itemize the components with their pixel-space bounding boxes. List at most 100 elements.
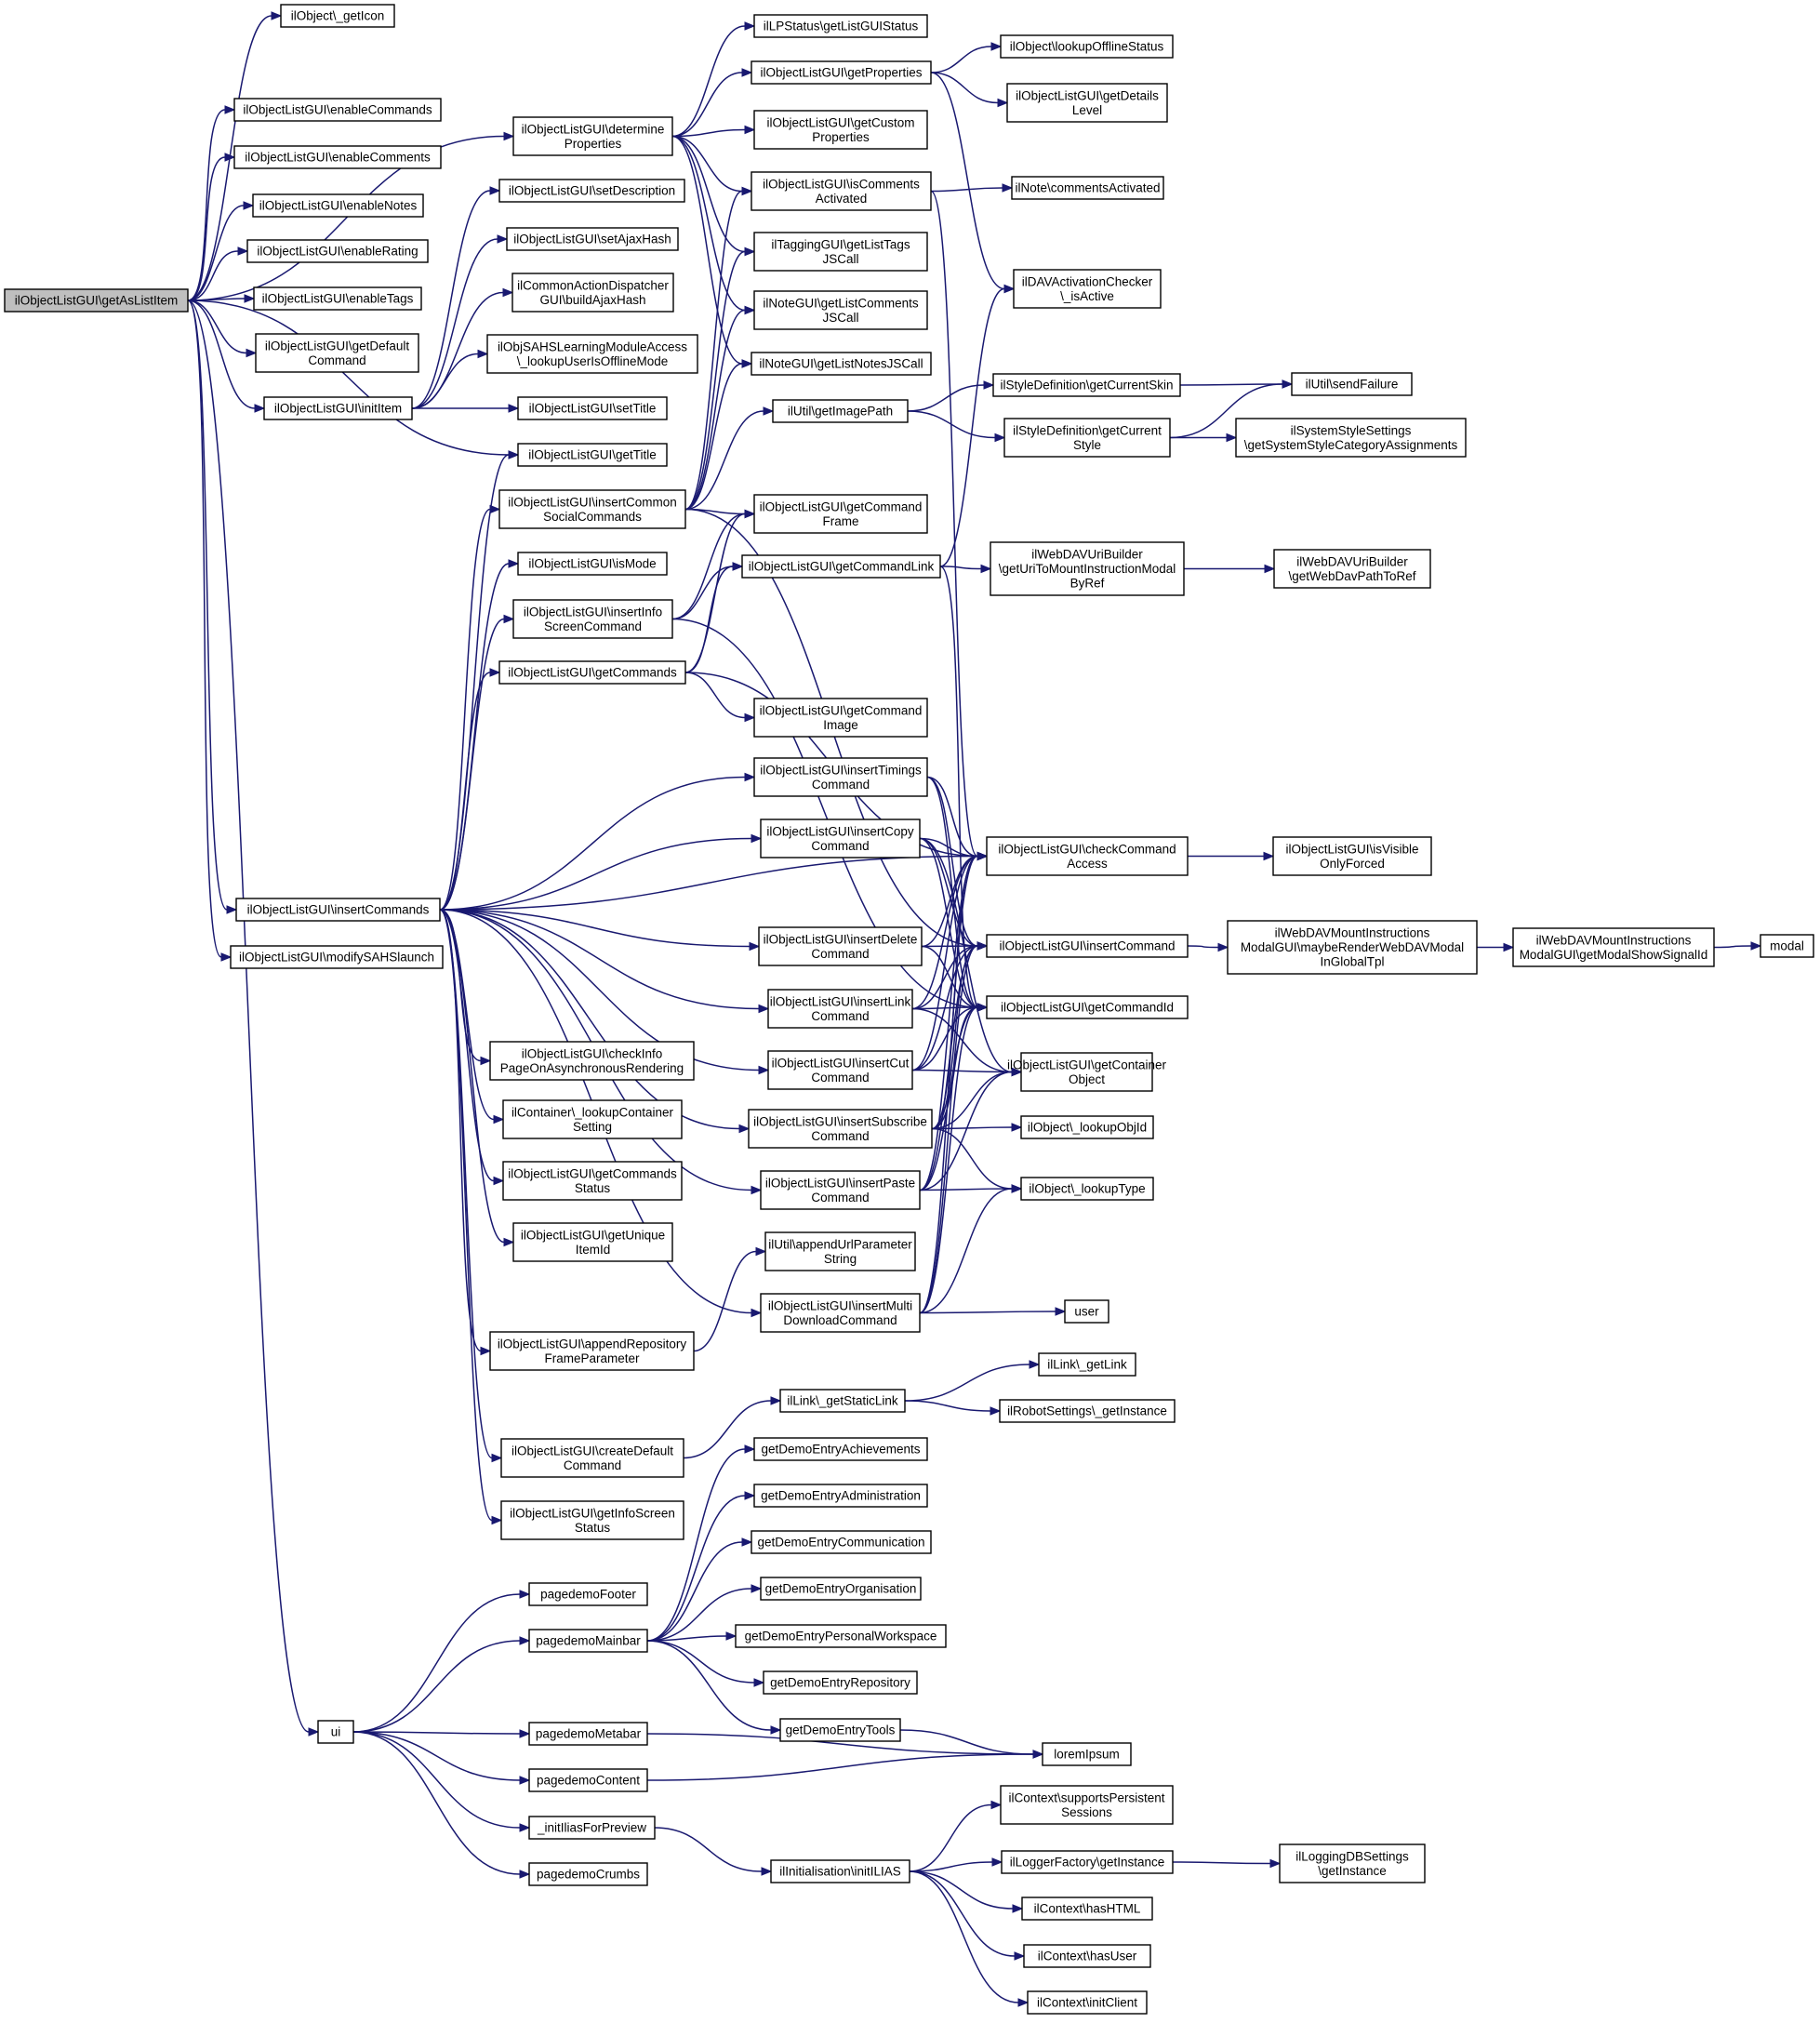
node-pagedemometabar[interactable]: pagedemoMetabar (528, 1722, 648, 1746)
node-box[interactable] (498, 179, 685, 203)
node-box[interactable] (255, 333, 419, 373)
node-ilwebdavmountinstructions-modalgui-mayberenderwebdavmodal-inglobaltpl[interactable]: ilWebDAVMountInstructionsModalGUI\maybeR… (1227, 920, 1478, 975)
node-ilcommonactiondispatcher-gui-buildajaxhash[interactable]: ilCommonActionDispatcherGUI\buildAjaxHas… (511, 273, 674, 313)
node-box[interactable] (246, 239, 429, 263)
node-box[interactable] (986, 995, 1189, 1019)
node-ilwebdavuribuilder-getwebdavpathtoref[interactable]: ilWebDAVUriBuilder\getWebDavPathToRef (1273, 549, 1431, 589)
node-ilwebdavmountinstructions-modalgui-getmodalshowsignalid[interactable]: ilWebDAVMountInstructionsModalGUI\getMod… (1512, 927, 1715, 967)
node-ilobjectlistgui-settitle[interactable]: ilObjectListGUI\setTitle (517, 396, 668, 420)
node-box[interactable] (517, 396, 668, 420)
node-ilobject-lookupobjid[interactable]: ilObject\_lookupObjId (1020, 1115, 1154, 1139)
node-ilobjectlistgui-inititem[interactable]: ilObjectListGUI\initItem (263, 396, 413, 420)
node-ilutil-sendfailure[interactable]: ilUtil\sendFailure (1291, 372, 1413, 396)
node-ilobjectlistgui-insertcommon-socialcommands[interactable]: ilObjectListGUI\insertCommonSocialComman… (498, 489, 686, 529)
node-box[interactable] (498, 489, 686, 529)
node-loremipsum[interactable]: loremIpsum (1042, 1742, 1132, 1766)
node-box[interactable] (1760, 934, 1814, 958)
node-getdemoentryrepository[interactable]: getDemoEntryRepository (763, 1670, 918, 1695)
node-box[interactable] (486, 334, 698, 374)
node-ilobjectlistgui-insertcommands[interactable]: ilObjectListGUI\insertCommands (235, 898, 441, 922)
node-box[interactable] (753, 757, 928, 797)
node-box[interactable] (1042, 1742, 1132, 1766)
node-ilobjectlistgui-getcommands[interactable]: ilObjectListGUI\getCommands (498, 660, 686, 685)
node-initiliasforpreview[interactable]: _initIliasForPreview (528, 1816, 656, 1840)
node-box[interactable] (760, 1170, 921, 1210)
node-box[interactable] (528, 1582, 648, 1606)
node-box[interactable] (986, 934, 1189, 958)
node-box[interactable] (751, 171, 932, 211)
node-box[interactable] (1038, 1352, 1136, 1377)
node-box[interactable] (735, 1624, 947, 1648)
node-ilsystemstylesettings-getsystemstylecategoryassignments[interactable]: ilSystemStyleSettings\getSystemStyleCate… (1235, 418, 1467, 458)
node-ilobjectlistgui-getaslistitem[interactable]: ilObjectListGUI\getAsListItem (4, 288, 189, 313)
node-box[interactable] (1227, 920, 1478, 975)
node-box[interactable] (1064, 1299, 1109, 1324)
node-box[interactable] (753, 290, 928, 330)
node-ilobjectlistgui-insertcommand[interactable]: ilObjectListGUI\insertCommand (986, 934, 1189, 958)
node-box[interactable] (763, 1670, 918, 1695)
node-box[interactable] (753, 698, 928, 738)
node-box[interactable] (489, 1331, 695, 1371)
node-user[interactable]: user (1064, 1299, 1109, 1324)
node-ilobjectlistgui-modifysahslaunch[interactable]: ilObjectListGUI\modifySAHSlaunch (230, 945, 444, 969)
node-box[interactable] (751, 1530, 932, 1554)
node-box[interactable] (528, 1862, 648, 1886)
node-getdemoentrytools[interactable]: getDemoEntryTools (779, 1718, 901, 1742)
node-box[interactable] (1273, 549, 1431, 589)
node-box[interactable] (317, 1720, 354, 1744)
node-box[interactable] (1235, 418, 1467, 458)
node-ilobjectlistgui-getcommandlink[interactable]: ilObjectListGUI\getCommandLink (741, 554, 941, 579)
node-box[interactable] (1512, 927, 1715, 967)
node-box[interactable] (4, 288, 189, 313)
node-ilnote-commentsactivated[interactable]: ilNote\commentsActivated (1011, 176, 1164, 200)
node-box[interactable] (753, 1437, 928, 1461)
node-box[interactable] (992, 373, 1181, 397)
node-ilobject-lookuptype[interactable]: ilObject\_lookupType (1020, 1177, 1154, 1201)
node-ildavactivationchecker-isactive[interactable]: ilDAVActivationChecker\_isActive (1013, 269, 1162, 309)
node-getdemoentryachievements[interactable]: getDemoEntryAchievements (753, 1437, 928, 1461)
node-ilobjectlistgui-enabletags[interactable]: ilObjectListGUI\enableTags (253, 286, 422, 311)
node-box[interactable] (230, 945, 444, 969)
node-box[interactable] (751, 352, 932, 376)
node-box[interactable] (1027, 1990, 1148, 2015)
node-box[interactable] (767, 989, 913, 1029)
node-box[interactable] (498, 660, 686, 685)
node-ui[interactable]: ui (317, 1720, 354, 1744)
node-box[interactable] (751, 60, 932, 85)
node-ilobjectlistgui-ismode[interactable]: ilObjectListGUI\isMode (517, 552, 668, 576)
node-ilobjectlistgui-setajaxhash[interactable]: ilObjectListGUI\setAjaxHash (506, 227, 679, 251)
node-ilobjectlistgui-insertmulti-downloadcommand[interactable]: ilObjectListGUI\insertMultiDownloadComma… (760, 1293, 921, 1333)
node-box[interactable] (753, 110, 928, 150)
node-ilobjectlistgui-checkinfo-pageonasynchronousrendering[interactable]: ilObjectListGUI\checkInfoPageOnAsynchron… (489, 1041, 695, 1081)
node-box[interactable] (528, 1768, 648, 1792)
node-box[interactable] (1000, 34, 1174, 59)
node-box[interactable] (1279, 1843, 1426, 1883)
node-box[interactable] (1020, 1115, 1154, 1139)
node-ilobject-lookupofflinestatus[interactable]: ilObject\lookupOfflineStatus (1000, 34, 1174, 59)
node-box[interactable] (528, 1722, 648, 1746)
node-box[interactable] (263, 396, 413, 420)
node-box[interactable] (986, 836, 1189, 876)
node-box[interactable] (1023, 1944, 1151, 1968)
node-ilobjectlistgui-enablecomments[interactable]: ilObjectListGUI\enableComments (233, 145, 442, 169)
node-box[interactable] (253, 286, 422, 311)
node-box[interactable] (999, 1399, 1176, 1423)
node-ilobjectlistgui-setdescription[interactable]: ilObjectListGUI\setDescription (498, 179, 685, 203)
node-box[interactable] (770, 1859, 910, 1883)
node-box[interactable] (528, 1816, 656, 1840)
